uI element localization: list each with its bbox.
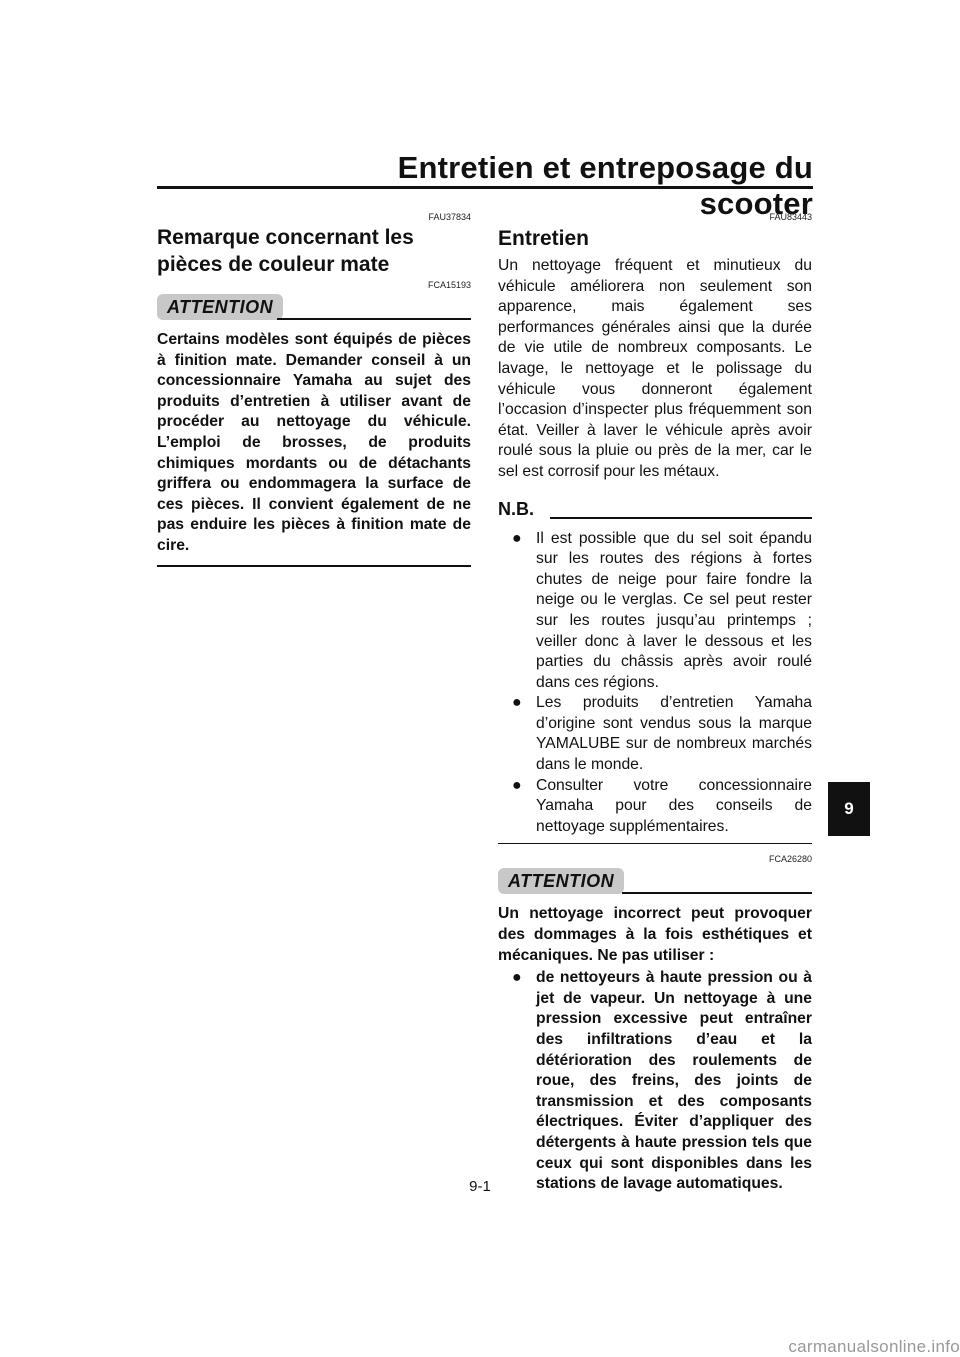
- attention-badge: ATTENTION: [498, 868, 625, 895]
- attention-list: ●de nettoyeurs à haute pression ou à jet…: [498, 968, 812, 1195]
- nb-rule: [550, 517, 812, 519]
- bullet-icon: ●: [512, 694, 522, 712]
- bullet-icon: ●: [512, 776, 522, 794]
- list-item: ●Consulter votre concessionnaire Yamaha …: [512, 776, 812, 835]
- title-rule: [157, 186, 813, 189]
- attention-code: FCA26280: [768, 854, 812, 865]
- watermark: carmanualsonline.info: [788, 1337, 960, 1356]
- section-heading-entretien: Entretien: [498, 227, 590, 250]
- attention-badge: ATTENTION: [157, 294, 284, 320]
- section-code: FAU83443: [769, 212, 812, 222]
- bullet-icon: ●: [512, 969, 522, 987]
- list-item: ●Il est possible que du sel soit épandu …: [512, 529, 812, 691]
- left-column: FAU37834 Remarque concernant les pièces …: [157, 212, 471, 567]
- section-heading-matte-parts: Remarque concernant les pièces de couleu…: [157, 226, 414, 276]
- page-title: Entretien et entreposage du scooter: [397, 150, 813, 221]
- attention-header: ATTENTION: [498, 868, 812, 896]
- attention-text: Certains modèles sont équipés de pièces …: [157, 331, 471, 554]
- nb-label: N.B.: [498, 498, 534, 519]
- attention-intro: Un nettoyage incorrect peut provoquer de…: [498, 905, 812, 964]
- section-code: FAU37834: [428, 212, 471, 222]
- attention-rule: [277, 318, 471, 320]
- nb-list: ●Il est possible que du sel soit épandu …: [498, 529, 812, 838]
- list-item: ●Les produits d’entretien Yamaha d’origi…: [512, 694, 812, 774]
- attention-rule: [622, 892, 812, 895]
- nb-end-rule: [498, 843, 812, 845]
- attention-end-rule: [157, 564, 471, 567]
- nb-header: N.B.: [498, 499, 812, 523]
- page-number: 9-1: [469, 1178, 491, 1195]
- entretien-paragraph: Un nettoyage fréquent et minutieux du vé…: [498, 257, 812, 480]
- chapter-tab: 9: [828, 782, 870, 836]
- bullet-icon: ●: [512, 529, 522, 547]
- attention-code: FCA15193: [427, 280, 471, 290]
- attention-header: ATTENTION: [157, 294, 471, 322]
- list-item: ●de nettoyeurs à haute pression ou à jet…: [512, 969, 812, 1193]
- right-column: FAU83443 Entretien Un nettoyage fréquent…: [498, 212, 812, 1195]
